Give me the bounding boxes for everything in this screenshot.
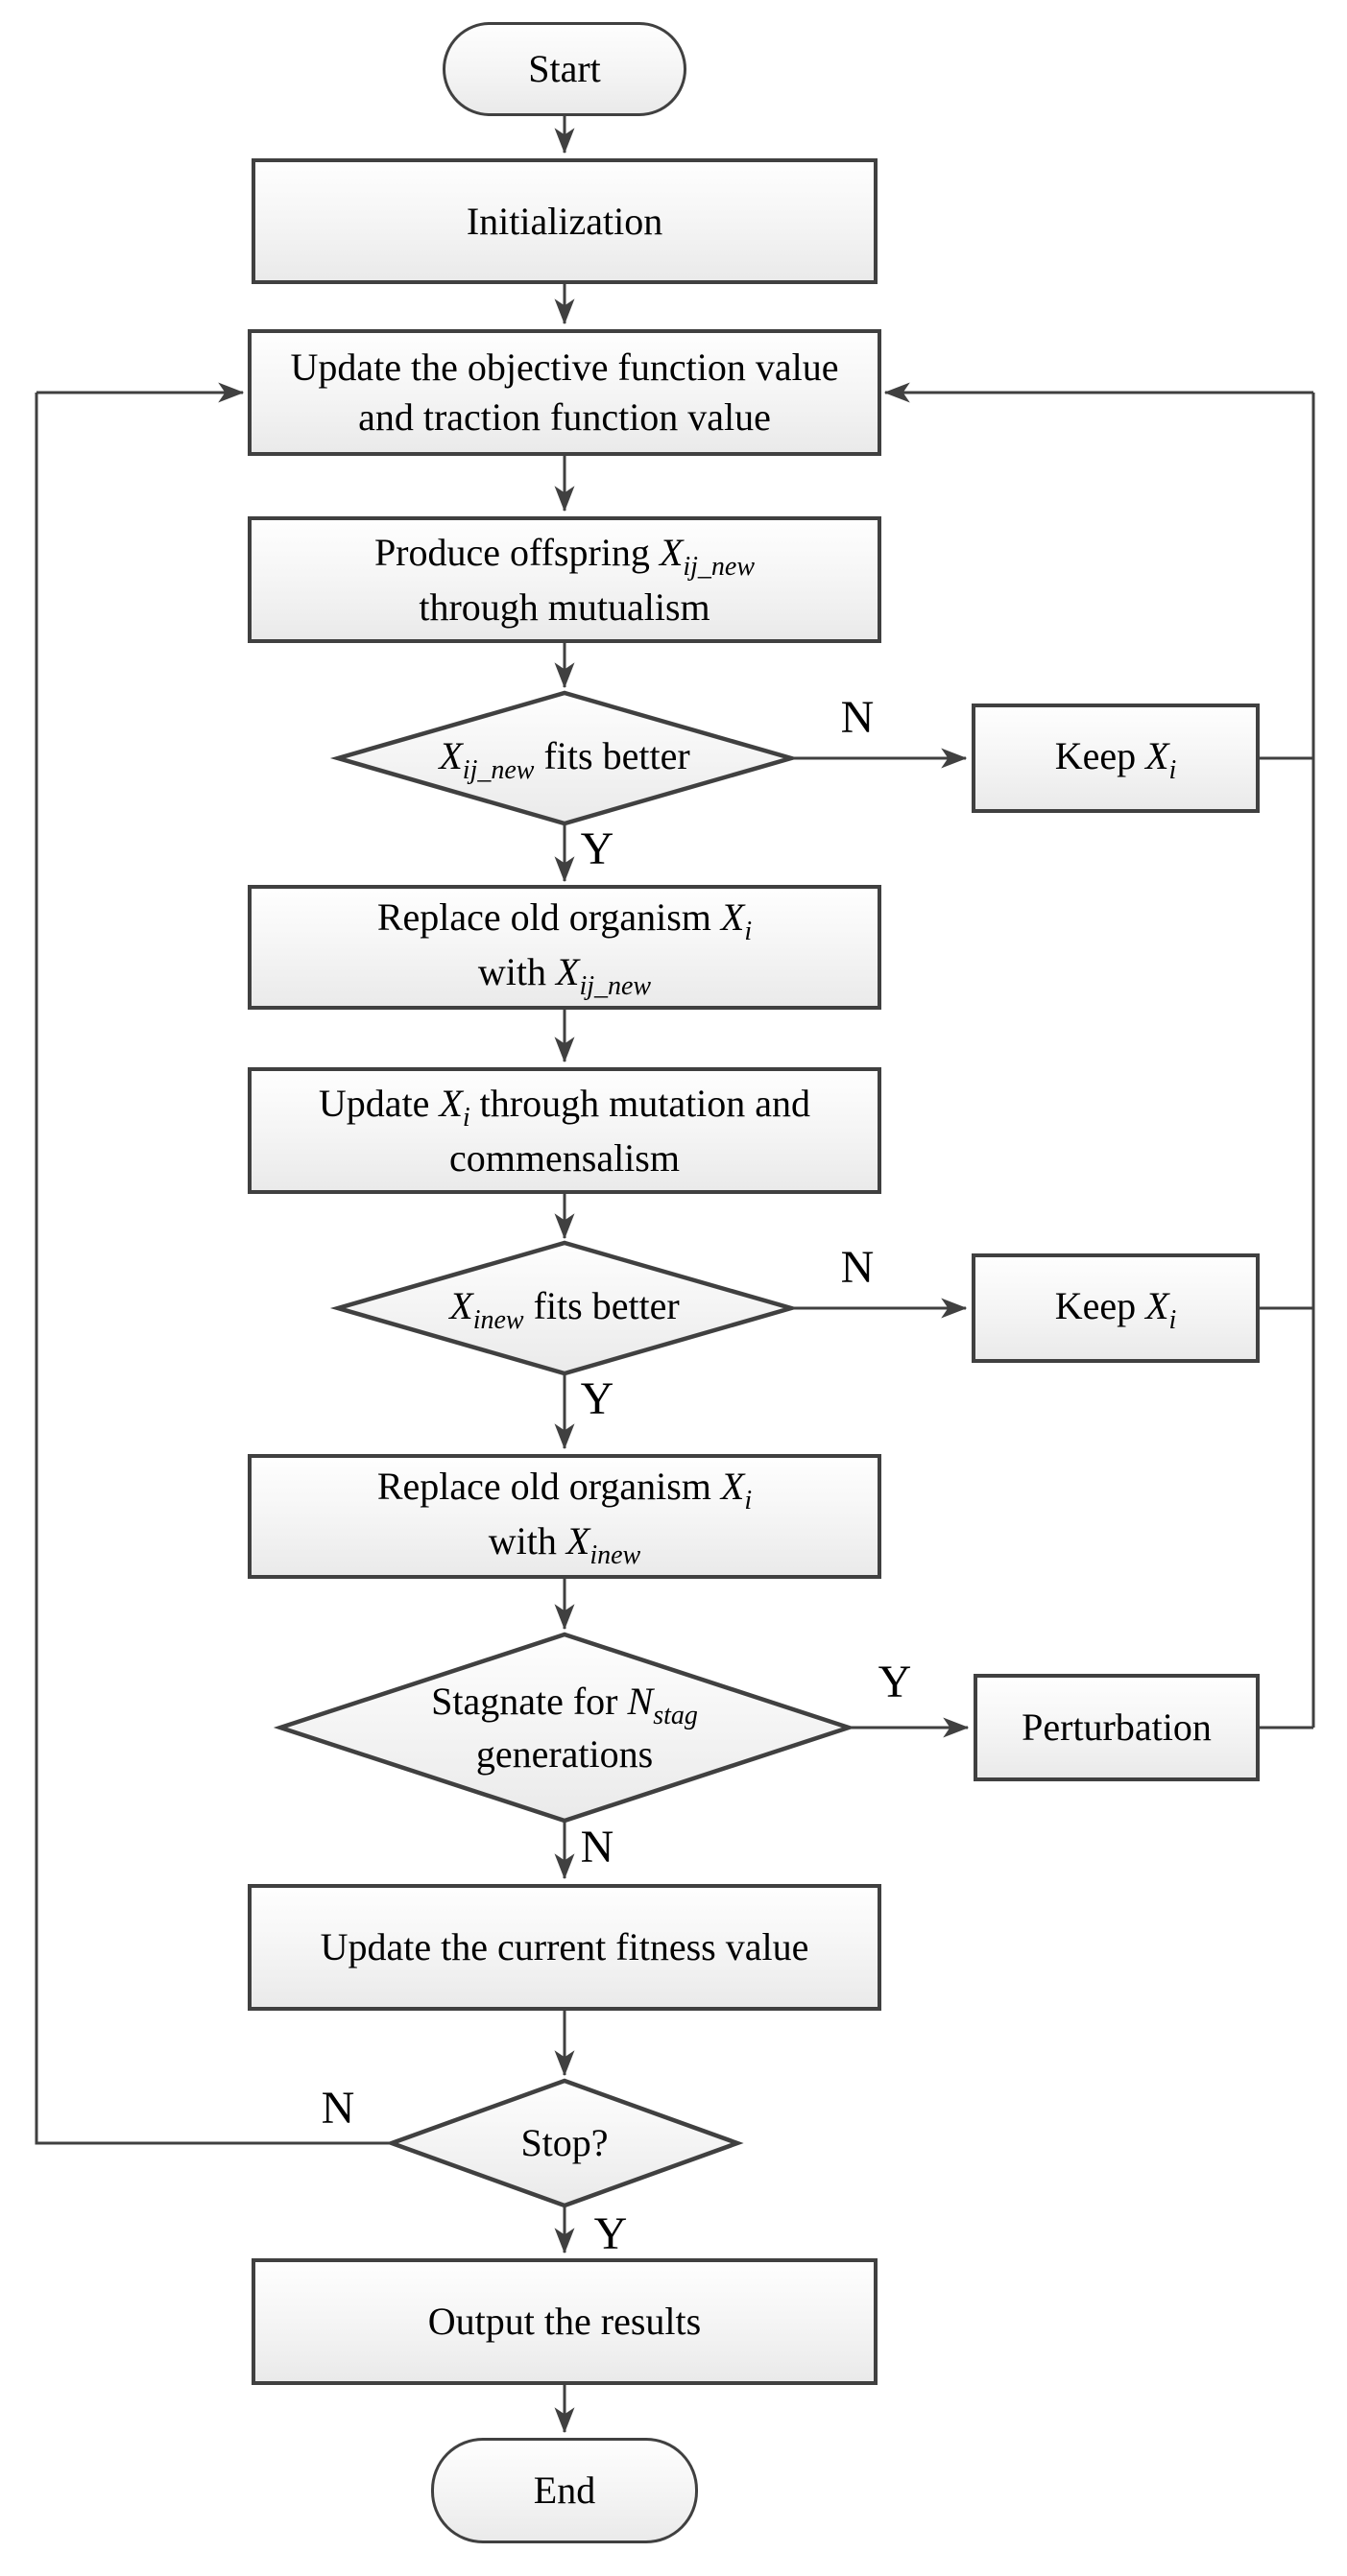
text-segment: Stagnate for	[431, 1679, 628, 1723]
text-segment: Replace old organism	[376, 1465, 721, 1508]
text-segment: fits better	[523, 1283, 680, 1327]
text-segment: Keep	[1054, 1283, 1146, 1327]
branch-label-decision1-no: N	[840, 692, 875, 743]
branch-label-decision3-yes: Y	[878, 1657, 912, 1707]
perturbation-label: Perturbation	[1022, 1705, 1212, 1749]
process-keep-xi-2: Keep Xi	[972, 1253, 1260, 1363]
decision-shapes	[273, 690, 856, 2208]
end-label: End	[533, 2469, 596, 2512]
variable: X	[565, 1519, 590, 1562]
decision3-diamond	[273, 1632, 856, 1824]
variable: X	[439, 1081, 463, 1125]
subscript: stag	[653, 1700, 698, 1730]
subscript: ij_new	[683, 551, 756, 582]
branch-label-decision3-no: N	[580, 1822, 614, 1872]
process-output-results: Output the results	[252, 2258, 878, 2385]
variable: X	[720, 1465, 745, 1508]
update-objective-line2: and traction function value	[358, 395, 771, 439]
process-perturbation: Perturbation	[974, 1674, 1260, 1781]
subscript: i	[462, 1102, 470, 1133]
update-xi-line1: Update Xi through mutation and	[319, 1079, 810, 1133]
keep-xi-2-line: Keep Xi	[1055, 1281, 1177, 1336]
left-loop-line	[35, 393, 392, 2145]
branch-label-decision1-yes: Y	[580, 823, 614, 874]
text-segment: with	[477, 950, 556, 993]
terminator-end: End	[431, 2438, 698, 2543]
subscript: inew	[472, 1304, 524, 1335]
variable: X	[556, 950, 580, 993]
subscript: i	[744, 1486, 753, 1515]
replace2-line2: with Xinew	[489, 1516, 640, 1571]
update-xi-line2: commensalism	[449, 1135, 680, 1180]
variable: X	[449, 1283, 473, 1327]
process-replace-xijnew: Replace old organism Xi with Xij_new	[248, 885, 881, 1010]
decision1-text: Xij_new fits better	[338, 693, 791, 823]
text-segment: with	[488, 1519, 566, 1562]
stop-decision-text: Stop?	[392, 2081, 737, 2206]
subscript: i	[1168, 754, 1177, 785]
decision3-line1: Stagnate for Nstag	[431, 1678, 698, 1730]
variable: X	[1145, 1283, 1169, 1327]
process-keep-xi-1: Keep Xi	[972, 704, 1260, 813]
decision1-line: Xij_new fits better	[439, 732, 689, 785]
right-return-line	[1260, 393, 1315, 1729]
stop-diamond	[385, 2078, 744, 2208]
output-results-label: Output the results	[427, 2300, 702, 2343]
branch-label-decision2-no: N	[840, 1242, 875, 1293]
produce-offspring-line2: through mutualism	[419, 584, 710, 629]
variable: X	[720, 895, 745, 939]
text-segment: Produce offspring	[373, 530, 660, 574]
decision1-diamond	[329, 690, 800, 826]
process-initialization: Initialization	[252, 158, 878, 284]
keep-xi-1-line: Keep Xi	[1055, 731, 1177, 786]
terminator-start: Start	[443, 22, 686, 116]
replace1-line2: with Xij_new	[478, 947, 651, 1002]
branch-label-stop-no: N	[321, 2083, 355, 2134]
flow-arrows	[35, 116, 1315, 2434]
start-label: Start	[528, 47, 601, 90]
subscript: inew	[589, 1540, 641, 1570]
text-segment: Update	[318, 1081, 440, 1125]
process-update-xi: Update Xi through mutation and commensal…	[248, 1067, 881, 1194]
process-replace-xinew: Replace old organism Xi with Xinew	[248, 1454, 881, 1579]
produce-offspring-line1: Produce offspring Xij_new	[374, 528, 755, 583]
initialization-label: Initialization	[466, 199, 663, 243]
variable: X	[659, 530, 684, 574]
variable: X	[439, 733, 463, 777]
subscript: ij_new	[579, 971, 652, 1001]
text-segment: fits better	[534, 733, 690, 777]
update-fitness-label: Update the current fitness value	[320, 1925, 809, 1968]
subscript: i	[744, 917, 753, 946]
replace2-line1: Replace old organism Xi	[377, 1462, 752, 1516]
decision2-diamond	[329, 1240, 800, 1376]
process-update-fitness: Update the current fitness value	[248, 1884, 881, 2011]
replace1-line1: Replace old organism Xi	[377, 893, 752, 947]
variable: X	[1145, 733, 1169, 777]
text-segment: through mutation and	[469, 1081, 811, 1125]
text-segment: Keep	[1054, 733, 1146, 777]
stop-label: Stop?	[520, 2121, 609, 2164]
subscript: ij_new	[462, 754, 535, 785]
decision2-line: Xinew fits better	[449, 1282, 680, 1335]
branch-label-stop-yes: Y	[593, 2208, 628, 2259]
decision3-text: Stagnate for Nstag generations	[280, 1634, 849, 1821]
process-produce-offspring: Produce offspring Xij_new through mutual…	[248, 516, 881, 643]
text-segment: Replace old organism	[376, 895, 721, 939]
update-objective-line1: Update the objective function value	[290, 346, 839, 389]
decision2-text: Xinew fits better	[338, 1243, 791, 1373]
decision3-line2: generations	[475, 1731, 654, 1776]
subscript: i	[1168, 1304, 1177, 1335]
branch-label-decision2-yes: Y	[580, 1373, 614, 1424]
variable: N	[627, 1679, 654, 1723]
process-update-objective: Update the objective function value and …	[248, 329, 881, 456]
